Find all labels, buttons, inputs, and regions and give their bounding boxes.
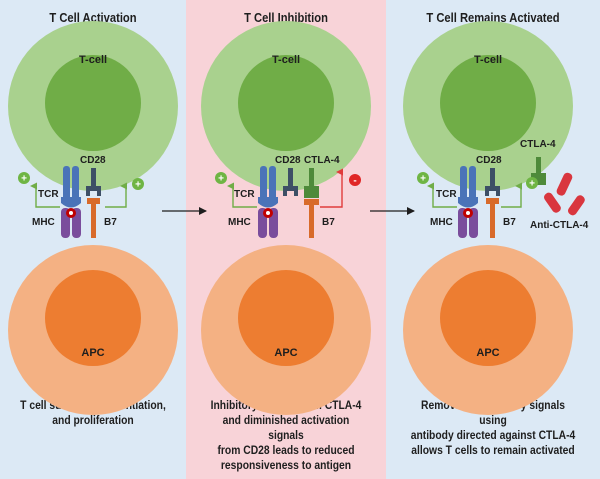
t-cell-nucleus (440, 55, 536, 151)
apc-nucleus (45, 270, 141, 366)
tcr-label: TCR (234, 189, 255, 200)
apc-label: APC (81, 347, 104, 359)
anti-ctla4-label: Anti-CTLA-4 (530, 220, 589, 231)
inhibitory-signal-arrow (320, 168, 343, 208)
apc-nucleus (238, 270, 334, 366)
costim-signal-arrow (105, 182, 127, 208)
remains-activated-scene: T-cell APC (403, 21, 589, 415)
plus-badge-text: + (21, 174, 27, 185)
tcr-receptor (458, 166, 478, 208)
b7-ligand (304, 199, 319, 238)
mhc-label: MHC (228, 217, 251, 228)
apc-label: APC (476, 347, 499, 359)
plus-badge (417, 172, 429, 184)
cd28-label: CD28 (80, 155, 106, 166)
ctla4-label: CTLA-4 (520, 139, 556, 150)
b7-label: B7 (503, 217, 516, 228)
tcr-receptor (61, 166, 81, 208)
antibody-icon (543, 172, 585, 216)
t-cell-nucleus (238, 55, 334, 151)
activation-signal-arrow (427, 182, 457, 208)
plus-badge-text: + (135, 180, 141, 191)
minus-badge (349, 174, 361, 186)
plus-badge (132, 178, 144, 190)
apc-label: APC (274, 347, 297, 359)
cd28-label: CD28 (476, 155, 502, 166)
mhc-label: MHC (32, 217, 55, 228)
plus-badge (526, 177, 538, 189)
activation-signal-arrow (227, 182, 257, 208)
cd28-label: CD28 (275, 155, 301, 166)
plus-badge (215, 172, 227, 184)
tcr-label: TCR (436, 189, 457, 200)
b7-ligand (486, 198, 499, 238)
inhibition-scene: T-cell APC (201, 21, 371, 415)
plus-badge-text: + (529, 179, 535, 190)
t-cell-nucleus (45, 55, 141, 151)
t-cell-label: T-cell (474, 54, 502, 66)
tcr-label: TCR (38, 189, 59, 200)
b7-label: B7 (322, 217, 335, 228)
panel-title-inhibition: T Cell Inhibition (244, 10, 328, 25)
b7-ligand (87, 198, 100, 238)
panel-title-remains-activated: T Cell Remains Activated (426, 10, 560, 25)
minus-badge-text: - (353, 176, 356, 187)
costim-signal-arrow (501, 182, 522, 208)
ctla4-receptor (304, 168, 319, 198)
caption-line: and proliferation (52, 413, 134, 427)
caption-line: antibody directed against CTLA-4 (410, 428, 576, 442)
caption-line: responsiveness to antigen (220, 458, 352, 472)
t-cell-label: T-cell (79, 54, 107, 66)
activation-signal-arrow (30, 182, 60, 208)
caption-line: allows T cells to remain activated (411, 443, 575, 457)
cd28-receptor (283, 168, 298, 196)
mhc-molecule (61, 208, 81, 238)
plus-badge-text: + (218, 174, 224, 185)
caption-line: and diminished activation signals (222, 413, 350, 442)
b7-label: B7 (104, 217, 117, 228)
cd28-receptor (485, 168, 500, 196)
panel-title-activation: T Cell Activation (49, 10, 137, 25)
activation-scene: T-cell APC C (8, 21, 178, 415)
mhc-label: MHC (430, 217, 453, 228)
t-cell-label: T-cell (272, 54, 300, 66)
mhc-molecule (458, 208, 478, 238)
tcr-receptor (258, 166, 278, 208)
ctla4-label: CTLA-4 (304, 155, 340, 166)
cd28-receptor (86, 168, 101, 196)
plus-badge (18, 172, 30, 184)
apc-nucleus (440, 270, 536, 366)
caption-line: from CD28 leads to reduced (217, 443, 355, 457)
mhc-molecule (258, 208, 278, 238)
plus-badge-text: + (420, 174, 426, 185)
